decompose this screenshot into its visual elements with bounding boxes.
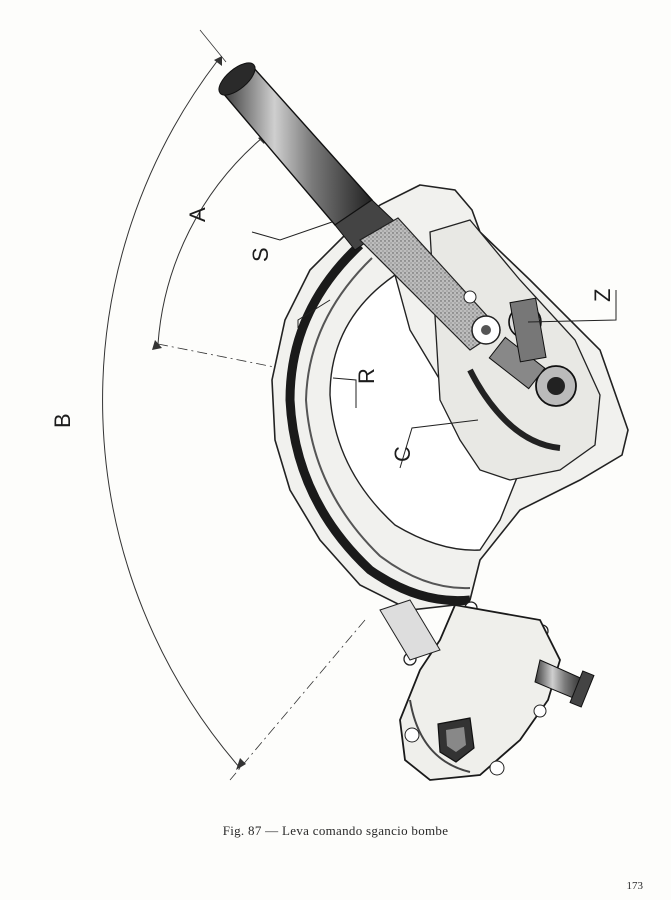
- release-mechanism: [463, 290, 577, 451]
- sector-housing: [271, 184, 629, 611]
- dimension-arc-b: [102, 29, 246, 770]
- label-a: A: [185, 207, 210, 222]
- page-number: 173: [626, 880, 644, 892]
- lever-handle: [218, 62, 501, 351]
- dimension-arc-a: [152, 134, 268, 350]
- shield-emblem-icon: [437, 717, 475, 763]
- label-s: S: [248, 247, 273, 262]
- label-leaders: [251, 221, 617, 469]
- gearbox-housing: [379, 599, 595, 781]
- label-c: C: [390, 446, 415, 462]
- label-z: Z: [590, 289, 615, 302]
- label-b: B: [50, 413, 75, 428]
- figure-caption: Fig. 87 — Leva comando sgancio bombe: [222, 823, 449, 838]
- label-r: R: [354, 368, 379, 384]
